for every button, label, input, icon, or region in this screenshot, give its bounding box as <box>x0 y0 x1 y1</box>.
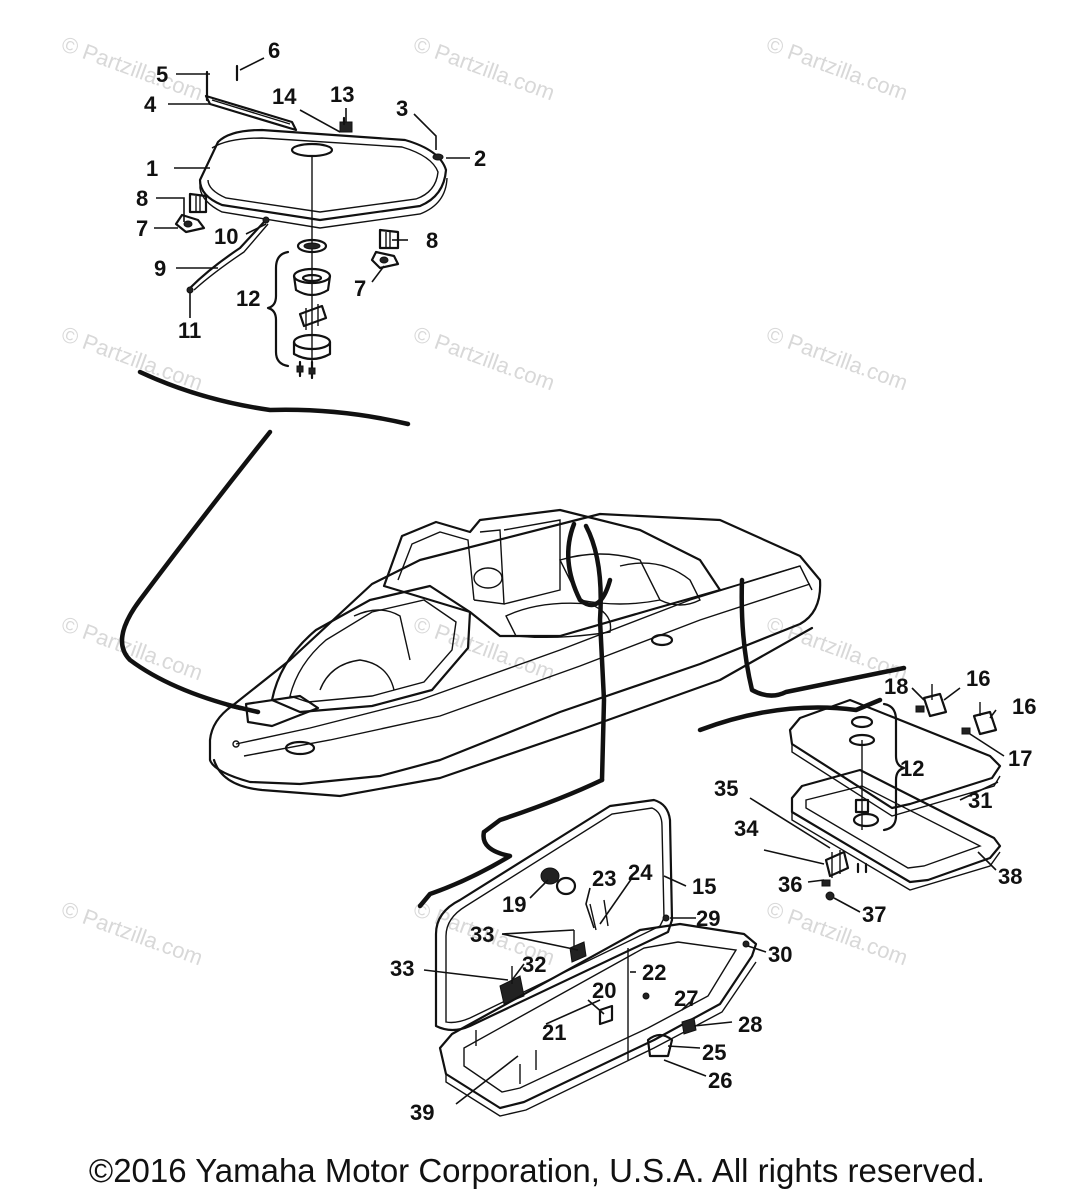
reference-line <box>119 369 411 711</box>
latch-bracket <box>174 213 206 234</box>
callout-30: 30 <box>768 942 792 967</box>
watermark: © Partzilla.com <box>410 31 558 105</box>
callout-11: 11 <box>178 318 201 343</box>
callout-27: 27 <box>674 986 698 1011</box>
callout-8: 8 <box>136 186 148 211</box>
callout-10: 10 <box>214 224 238 249</box>
callout-9: 9 <box>154 256 166 281</box>
callout-14: 14 <box>272 84 297 109</box>
callout-19: 19 <box>502 892 526 917</box>
callout-12: 12 <box>236 286 260 311</box>
stern-hatch-assembly <box>788 684 1002 901</box>
callout-7: 7 <box>136 216 148 241</box>
callout-35: 35 <box>714 776 738 801</box>
callout-16: 16 <box>1012 694 1036 719</box>
watermark: © Partzilla.com <box>58 896 206 970</box>
leader-lines <box>154 57 1005 1105</box>
callout-5: 5 <box>156 62 168 87</box>
callout-20: 20 <box>592 978 616 1003</box>
callout-31: 31 <box>968 788 992 813</box>
callout-37: 37 <box>862 902 886 927</box>
callout-36: 36 <box>778 872 802 897</box>
callout-16: 16 <box>966 666 990 691</box>
trim-strip <box>204 94 298 132</box>
callout-17: 17 <box>1008 746 1032 771</box>
callout-28: 28 <box>738 1012 762 1037</box>
callout-13: 13 <box>330 82 354 107</box>
callout-8: 8 <box>426 228 438 253</box>
watermark: © Partzilla.com <box>58 611 206 685</box>
callout-26: 26 <box>708 1068 732 1093</box>
callout-32: 32 <box>522 952 546 977</box>
callout-34: 34 <box>734 816 759 841</box>
callout-25: 25 <box>702 1040 726 1065</box>
callout-4: 4 <box>144 92 157 117</box>
callout-33: 33 <box>470 922 494 947</box>
callout-numbers: 1 2 3 4 5 6 7 7 8 8 9 10 11 12 12 13 14 … <box>136 38 1036 1125</box>
storage-box-frame <box>438 922 758 1110</box>
callout-6: 6 <box>268 38 280 63</box>
watermark: © Partzilla.com <box>410 321 558 395</box>
bow-hatch-assembly <box>174 64 448 380</box>
watermark: © Partzilla.com <box>763 321 911 395</box>
callout-3: 3 <box>396 96 408 121</box>
callout-39: 39 <box>410 1100 434 1125</box>
callout-2: 2 <box>474 146 486 171</box>
storage-hatch-assembly <box>434 798 758 1117</box>
callout-1: 1 <box>146 156 158 181</box>
bow-hatch-location <box>244 694 320 728</box>
bow-hatch-lid <box>198 128 448 222</box>
bow-hatch-lid-edge <box>199 177 448 229</box>
callout-38: 38 <box>998 864 1022 889</box>
callout-21: 21 <box>542 1020 566 1045</box>
hatch-frame <box>790 768 1002 884</box>
callout-15: 15 <box>692 874 716 899</box>
callout-7: 7 <box>354 276 366 301</box>
hatch-opening <box>290 142 334 158</box>
reference-line <box>583 523 607 783</box>
callout-18: 18 <box>884 674 908 699</box>
boat-hull <box>208 508 822 798</box>
callout-29: 29 <box>696 906 720 931</box>
callout-22: 22 <box>642 960 666 985</box>
callout-23: 23 <box>592 866 616 891</box>
storage-hatch-lid <box>434 798 674 1032</box>
watermark: © Partzilla.com <box>58 31 206 105</box>
callout-24: 24 <box>628 860 653 885</box>
callout-12: 12 <box>900 756 924 781</box>
copyright-notice: ©2016 Yamaha Motor Corporation, U.S.A. A… <box>88 1152 986 1189</box>
callout-33: 33 <box>390 956 414 981</box>
watermark: © Partzilla.com <box>763 31 911 105</box>
